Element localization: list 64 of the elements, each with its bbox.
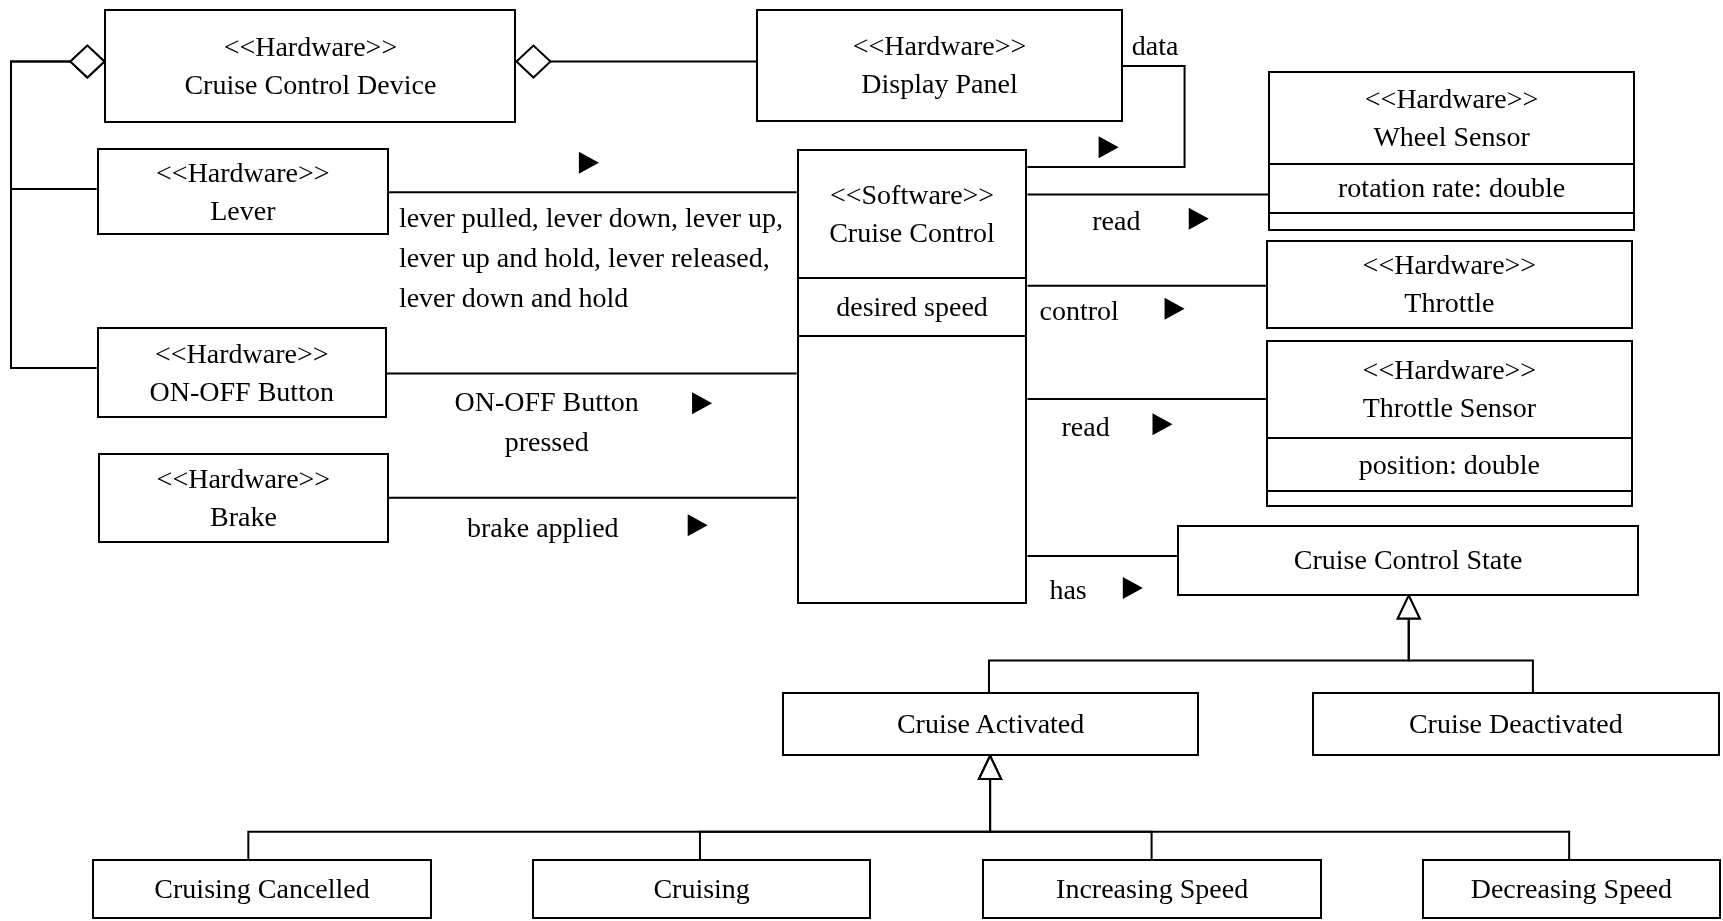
class-name: Wheel Sensor	[1372, 120, 1531, 154]
class-box	[1421, 859, 1721, 919]
class-name: Cruise Deactivated	[1407, 707, 1624, 742]
association-line	[1026, 284, 1267, 287]
edge-label: has	[1049, 573, 1088, 608]
association-line	[388, 191, 798, 194]
class-box	[782, 692, 1199, 756]
stereotype-label: <<Software>>	[828, 178, 996, 213]
edge-label: data	[1131, 29, 1180, 64]
association-line	[385, 372, 798, 375]
attribute-text: desired speed	[798, 276, 1026, 336]
edge-label: ON-OFF Button pressed	[453, 385, 640, 460]
class-box	[1265, 239, 1633, 329]
class-box	[96, 148, 389, 236]
stereotype-label: <<Hardware>>	[153, 336, 330, 371]
edge-label: control	[1039, 294, 1120, 329]
class-name: ON-OFF Button	[148, 374, 335, 409]
attribute-text: position: double	[1267, 437, 1631, 491]
class-box	[796, 149, 1028, 605]
class-name: Display Panel	[860, 67, 1019, 102]
association-line	[388, 496, 798, 499]
class-name: Cruise Control State	[1292, 543, 1524, 578]
stereotype-label: <<Hardware>>	[1363, 82, 1540, 116]
edge-label: brake applied	[467, 510, 620, 545]
association-line	[1026, 397, 1267, 400]
association-line	[1026, 64, 1186, 169]
stereotype-label: <<Hardware>>	[155, 461, 332, 496]
stereotype-label: <<Hardware>>	[1361, 353, 1538, 388]
class-name: Cruising Cancelled	[153, 871, 371, 906]
aggregation-line	[515, 44, 757, 79]
class-box	[1312, 692, 1720, 756]
stereotype-label: <<Hardware>>	[1361, 248, 1538, 283]
class-name: Throttle Sensor	[1361, 391, 1538, 426]
generalization-line	[978, 755, 1571, 861]
class-box	[97, 452, 389, 543]
class-box	[96, 327, 387, 418]
edge-label: lever pulled, lever down, lever up, lever up and hold, lever released, lever down and hold	[398, 200, 784, 315]
class-name: Increasing Speed	[1055, 871, 1250, 906]
class-box	[982, 859, 1322, 919]
class-name: Brake	[208, 499, 278, 534]
stereotype-label: <<Hardware>>	[851, 29, 1028, 64]
class-name: Lever	[209, 193, 277, 228]
class-box	[1268, 71, 1636, 231]
stereotype-label: <<Hardware>>	[155, 155, 331, 190]
stereotype-label: <<Hardware>>	[222, 29, 399, 64]
association-line	[1026, 193, 1270, 196]
class-box	[1265, 339, 1633, 507]
class-box	[756, 8, 1123, 122]
association-line	[1026, 555, 1178, 557]
edge-label: read	[1092, 204, 1142, 239]
class-name: Cruising	[652, 871, 751, 906]
class-name: Decreasing Speed	[1469, 871, 1673, 906]
class-name: Cruise Control	[828, 216, 996, 251]
edge-label: read	[1061, 409, 1111, 444]
class-box	[1176, 525, 1640, 596]
aggregation-line	[10, 44, 106, 370]
class-box	[104, 8, 517, 124]
class-name: Cruise Activated	[895, 707, 1086, 742]
class-box	[531, 859, 872, 919]
attribute-text: rotation rate: double	[1270, 162, 1634, 213]
class-box	[92, 859, 432, 919]
generalization-line	[1396, 594, 1534, 694]
class-name: Cruise Control Device	[183, 67, 438, 102]
class-name: Throttle	[1403, 286, 1496, 321]
